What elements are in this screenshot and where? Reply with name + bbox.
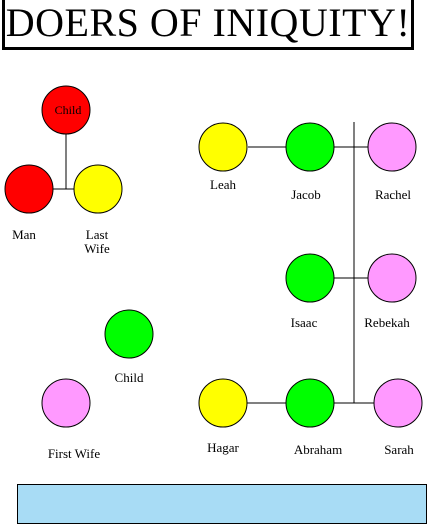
hagar-circle [198,378,248,428]
abraham-circle [285,378,335,428]
title-box: DOERS OF INIQUITY! [2,0,414,50]
legend-last-wife-circle [73,164,123,214]
rebekah-circle [367,253,417,303]
rebekah-label: Rebekah [364,315,410,330]
legend-first-wife-circle [41,378,91,428]
hagar-label: Hagar [207,440,239,455]
legend-last-wife-label-2: Wife [84,241,110,256]
legend-green-child-label: Child [115,370,144,385]
legend-man-circle [4,164,54,214]
legend-green-child-circle [104,309,154,359]
isaac-label: Isaac [291,315,318,330]
legend-first-wife-label: First Wife [48,446,101,461]
bottom-panel [17,484,427,524]
leah-label: Leah [210,177,236,192]
isaac-circle [285,253,335,303]
rachel-label: Rachel [375,187,411,202]
abraham-label: Abraham [294,442,342,457]
legend-last-wife-label-1: Last [86,227,109,242]
legend-child-label: Child [55,103,82,117]
sarah-label: Sarah [384,442,414,457]
jacob-label: Jacob [291,187,321,202]
rachel-circle [367,122,417,172]
legend-child-circle [41,85,91,135]
family-diagram: Child Man Last Wife Child First Wife Lea… [4,85,423,461]
legend-man-label: Man [12,227,36,242]
sarah-circle [373,378,423,428]
jacob-circle [285,122,335,172]
page-title: DOERS OF INIQUITY! [5,0,411,45]
leah-circle [198,122,248,172]
